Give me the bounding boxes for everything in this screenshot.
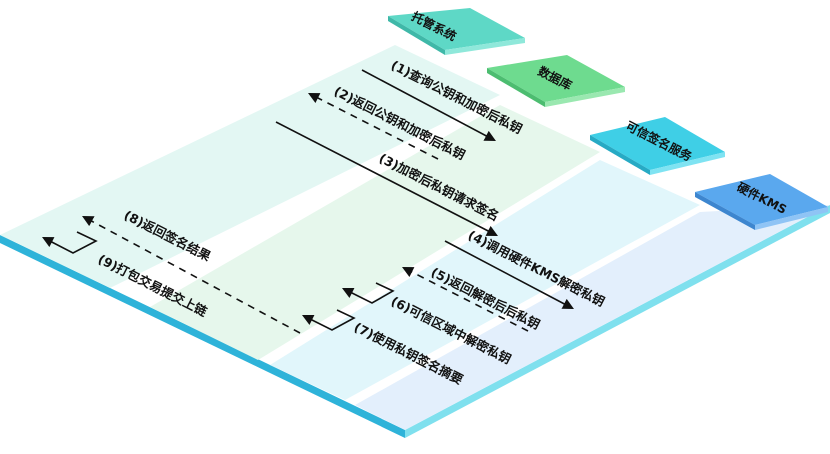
arrow-step-8	[82, 215, 301, 334]
arrow-step-5	[402, 266, 529, 332]
arrow-step-1	[361, 69, 496, 142]
arrow-step-2	[308, 92, 439, 160]
lane-database	[150, 105, 600, 360]
arrow-step-4	[444, 240, 574, 310]
lanes	[0, 45, 830, 430]
arrow-step-6	[341, 282, 395, 304]
participant-database: 数据库	[487, 55, 625, 107]
participant-hosting: 托管系统	[388, 8, 525, 55]
arrow-step-9	[42, 231, 98, 254]
message-arrows	[42, 69, 574, 334]
lane-hosting	[0, 45, 500, 288]
platform-edge-left	[0, 235, 405, 438]
participant-hardware-kms: 硬件KMS	[695, 174, 828, 230]
lane-trusted-sign	[270, 160, 700, 400]
lane-hardware-kms	[355, 205, 830, 430]
platform-edge-right	[405, 205, 830, 438]
arrow-step-3	[275, 121, 498, 237]
arrow-step-7	[301, 309, 356, 331]
